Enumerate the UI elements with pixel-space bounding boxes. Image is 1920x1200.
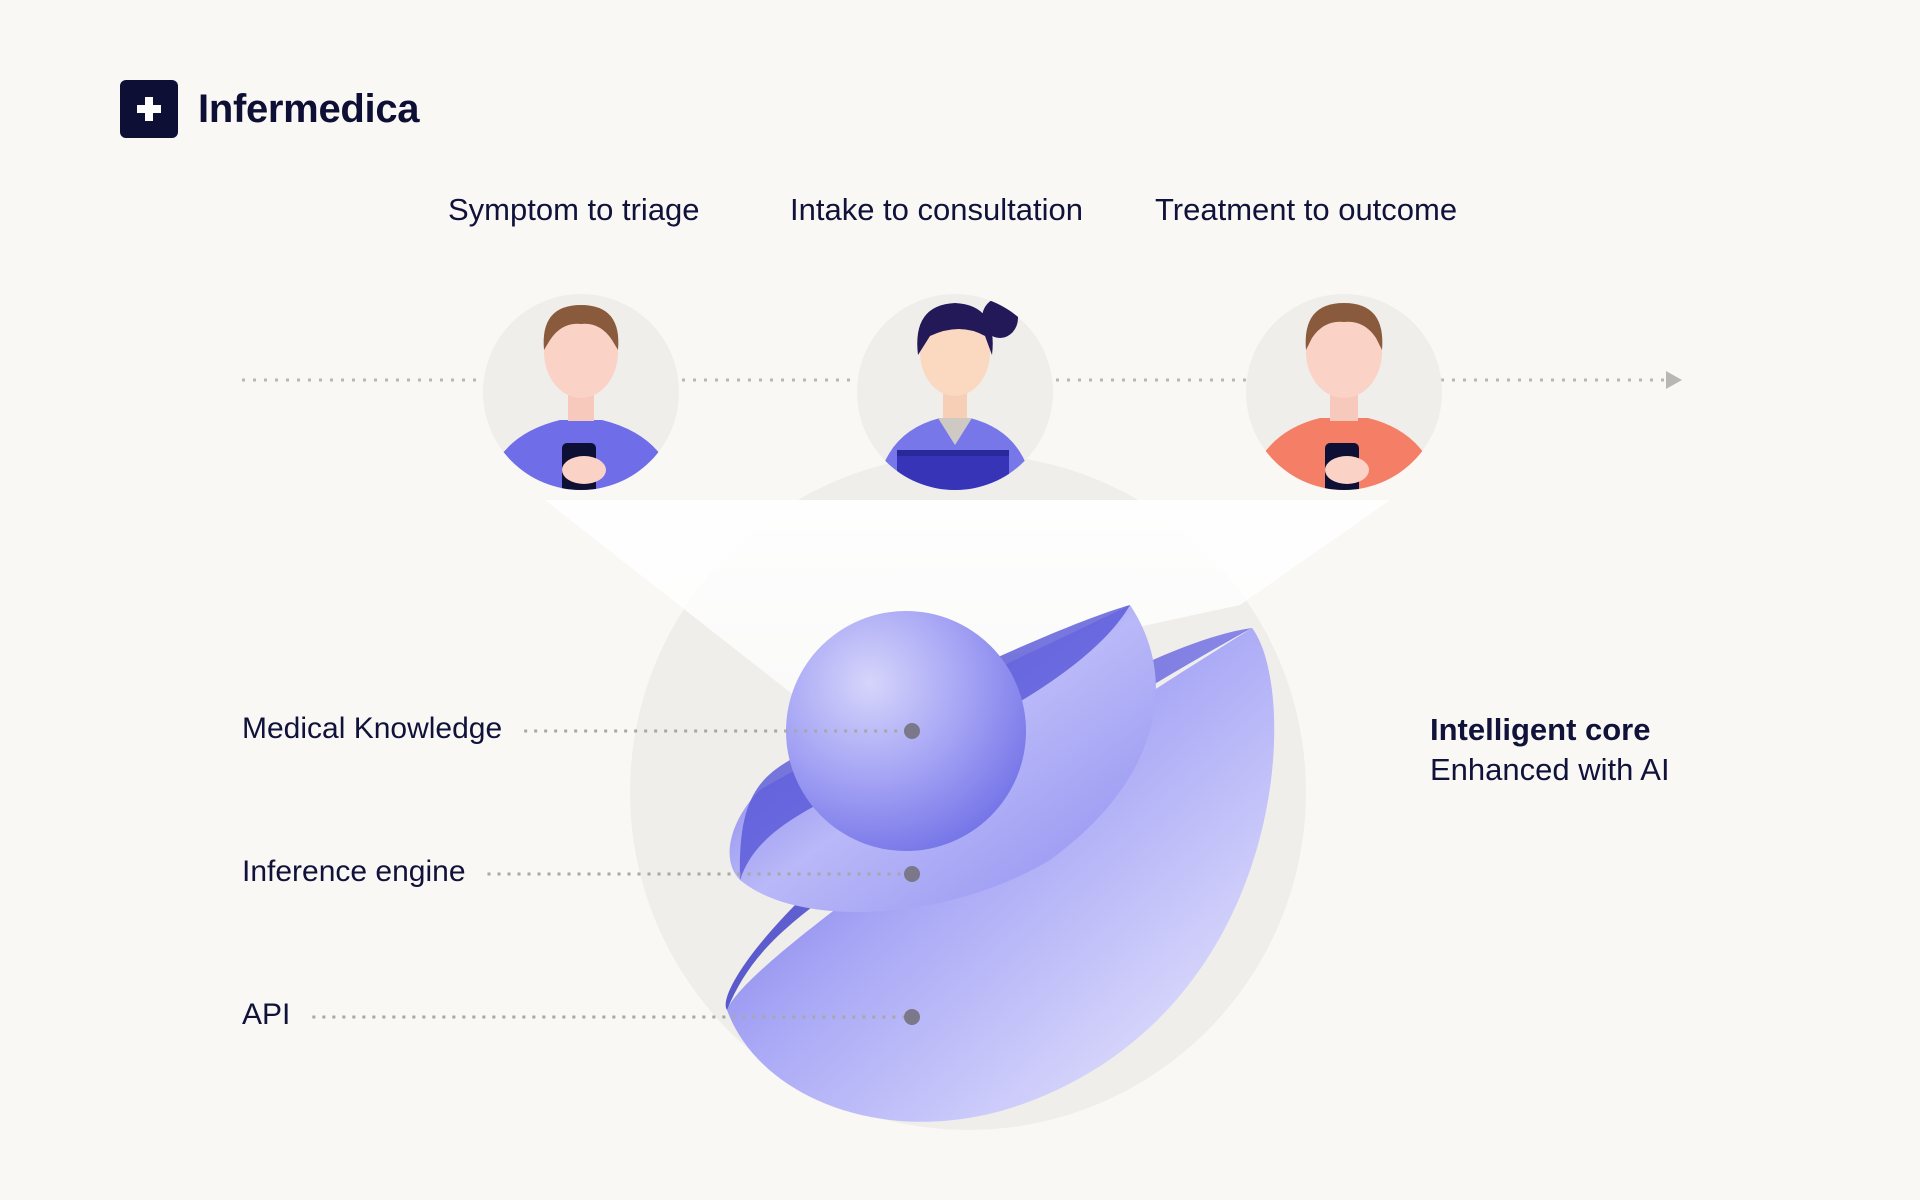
core-title: Intelligent core: [1430, 712, 1651, 747]
projection-beam: [545, 500, 1390, 700]
callout-dot-2: [904, 866, 920, 882]
layer-label-medical-knowledge: Medical Knowledge: [242, 712, 503, 745]
stage-label-intake-consultation: Intake to consultation: [790, 192, 1083, 227]
arrow-right-icon: [1666, 371, 1682, 389]
stage-label-symptom-triage: Symptom to triage: [448, 192, 700, 227]
stage-label-treatment-outcome: Treatment to outcome: [1155, 192, 1458, 227]
core-subtitle: Enhanced with AI: [1430, 752, 1670, 787]
persona-avatar-3: [1246, 294, 1442, 490]
callout-dot-1: [904, 723, 920, 739]
brand-logo: Infermedica: [120, 80, 420, 138]
callout-dot-3: [904, 1009, 920, 1025]
persona-avatar-1: [483, 294, 679, 490]
layer-label-api: API: [242, 998, 291, 1031]
brand-name: Infermedica: [198, 86, 420, 131]
plus-icon: [120, 80, 178, 138]
persona-avatar-2: [857, 294, 1053, 490]
layer-label-inference-engine: Inference engine: [242, 855, 466, 888]
